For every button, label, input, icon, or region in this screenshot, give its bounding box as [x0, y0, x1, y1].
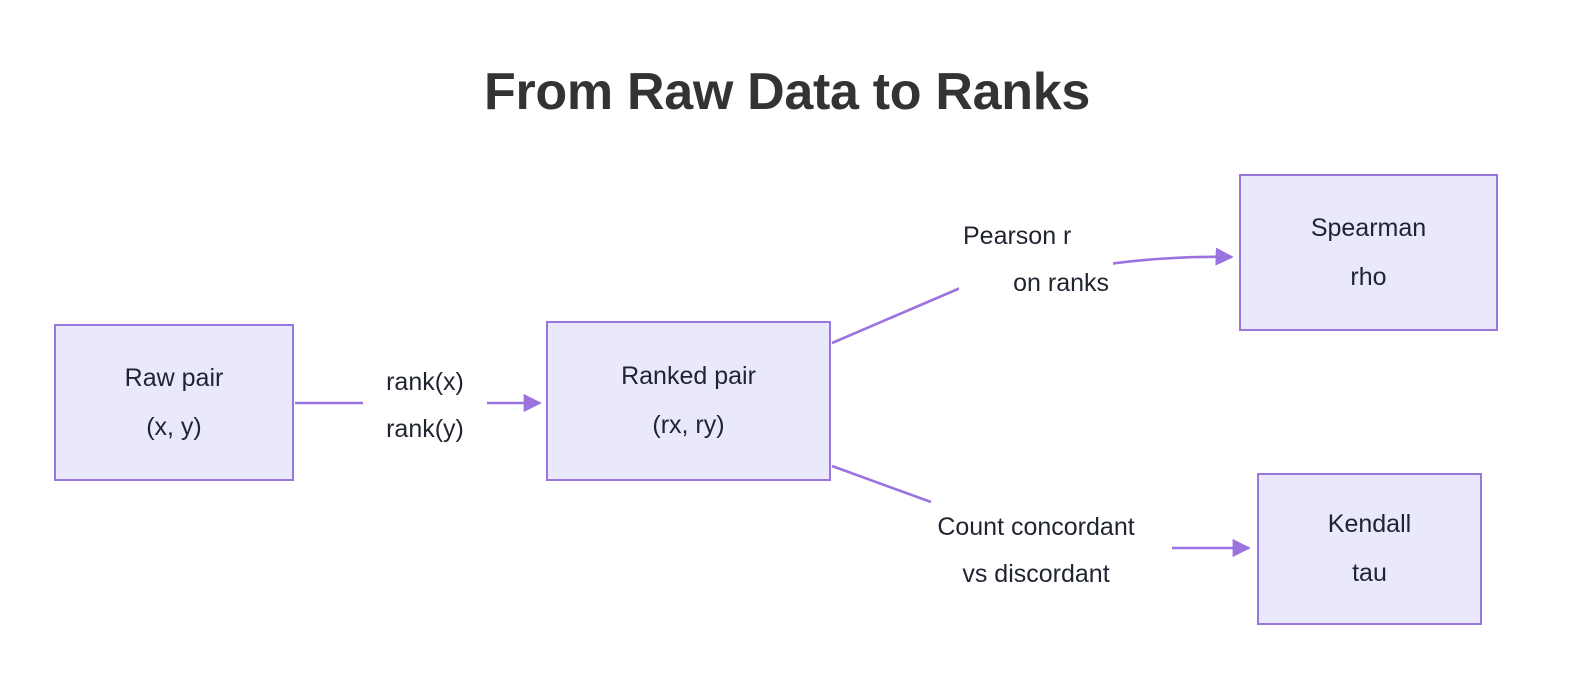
- edge-label-raw-to-ranked-line2: rank(y): [386, 415, 464, 443]
- edge-label-ranked-to-kendall-line1: Count concordant: [937, 513, 1135, 541]
- edge-label-ranked-to-spearman: Pearson r on ranks: [959, 213, 1113, 307]
- node-ranked-pair-line2: (rx, ry): [652, 411, 725, 439]
- edge-ranked-to-kendall: [831, 464, 1251, 558]
- node-spearman[interactable]: Spearman rho: [1239, 174, 1498, 331]
- node-spearman-line2: rho: [1350, 262, 1387, 291]
- node-spearman-line1: Spearman: [1310, 213, 1427, 242]
- node-raw-pair-line2: (x, y): [146, 412, 202, 441]
- node-kendall-line1: Kendall: [1327, 510, 1412, 539]
- node-ranked-pair-line1: Ranked pair: [621, 362, 756, 391]
- edge-label-ranked-to-kendall: Count concordant vs discordant: [900, 504, 1172, 598]
- edge-label-raw-to-ranked-line1: rank(x): [386, 368, 464, 396]
- node-raw-pair[interactable]: Raw pair (x, y): [54, 324, 294, 481]
- node-raw-pair-line1: Raw pair: [124, 363, 224, 392]
- edge-label-ranked-to-spearman-line2: on ranks: [1013, 269, 1109, 297]
- node-kendall-line2: tau: [1352, 559, 1387, 587]
- node-ranked-pair[interactable]: Ranked pair (rx, ry): [546, 321, 831, 481]
- edge-label-ranked-to-kendall-line2: vs discordant: [962, 560, 1110, 588]
- node-kendall[interactable]: Kendall tau: [1257, 473, 1482, 625]
- page-title: From Raw Data to Ranks: [484, 63, 1090, 121]
- edge-label-raw-to-ranked: rank(x) rank(y): [363, 359, 487, 453]
- edge-label-ranked-to-spearman-line1: Pearson r: [963, 222, 1072, 250]
